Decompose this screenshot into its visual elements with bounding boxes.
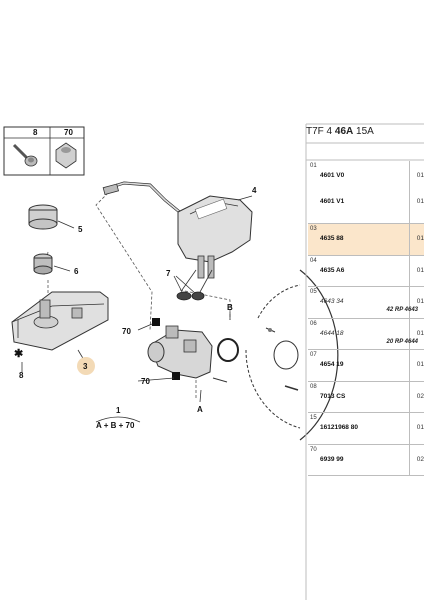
grommets — [173, 275, 205, 301]
svg-text:✱: ✱ — [14, 348, 23, 360]
leader-lines — [21, 312, 231, 403]
part-qty: 02 — [416, 455, 424, 463]
part-qty: 01 — [416, 266, 424, 274]
part-qty: 01 — [416, 424, 424, 431]
part-qty: 01 — [416, 329, 424, 337]
reservoir-seal — [33, 253, 71, 275]
row-index: 04 — [310, 257, 317, 264]
part-ref: 6939 99 — [320, 455, 344, 463]
part-ref: 4601 V1 — [320, 198, 345, 205]
star-marker: ✱ — [14, 348, 23, 360]
part-ref: 16121968 80 — [320, 424, 358, 431]
reservoir-cap — [28, 204, 75, 230]
part-sub-ref: 42 RP 4643 — [386, 307, 418, 313]
part-qty: 01 — [416, 361, 424, 368]
part-ref: 4644 18 — [320, 329, 344, 337]
part-qty: 01 — [416, 235, 424, 242]
part-ref: 4635 A6 — [320, 266, 345, 274]
parts-table: 01 4601 V0 01 4601 V1 01 03 4635 88 01 0… — [308, 161, 424, 476]
part-ref: 7013 CS — [320, 392, 346, 400]
callout-8: 8 — [19, 371, 24, 380]
part-ref: 4643 34 — [320, 298, 344, 305]
nut-icon — [55, 142, 77, 169]
table-row: 07 4654 19 01 — [308, 350, 424, 382]
callout-70-inset: 70 — [64, 128, 73, 137]
assembly-formula: A + B + 70 — [96, 421, 135, 430]
header-code-c: 15A — [356, 126, 374, 137]
bolt-icon — [12, 143, 38, 167]
part-qty: 01 — [416, 172, 424, 179]
row-index: 07 — [310, 352, 317, 358]
part-qty: 02 — [416, 392, 424, 400]
part-qty: 01 — [416, 298, 424, 305]
table-row: 06 4644 18 20 RP 4644 01 — [308, 318, 424, 350]
row-index: 06 — [310, 320, 317, 327]
table-row: 03 4635 88 01 — [308, 224, 424, 256]
row-index: 05 — [310, 289, 317, 295]
callout-1: 1 — [116, 406, 121, 415]
table-row: 05 4643 34 42 RP 4643 01 — [308, 287, 424, 319]
row-index: 70 — [310, 446, 317, 453]
callout-8-inset: 8 — [33, 128, 38, 137]
master-cylinder — [147, 318, 239, 380]
table-row: 70 6939 99 02 — [308, 444, 424, 476]
part-qty: 01 — [416, 198, 424, 205]
assembly-key: 1 A + B + 70 — [95, 406, 141, 430]
callout-3-highlight — [77, 357, 95, 375]
callout-4: 4 — [252, 186, 257, 195]
part-ref: 4654 19 — [320, 361, 344, 368]
part-ref: 4601 V0 — [320, 172, 345, 179]
table-row: 01 4601 V0 01 4601 V1 01 — [308, 161, 424, 224]
header-code-b: 46A — [334, 126, 354, 137]
brake-booster — [212, 269, 339, 441]
callout-3: 3 — [83, 362, 88, 371]
callout-70-lower: 70 — [141, 377, 150, 386]
table-frame — [305, 123, 424, 600]
table-row: 15 16121968 80 01 — [308, 413, 424, 445]
callout-B: B — [227, 303, 233, 312]
table-row: 08 7013 CS 02 — [308, 381, 424, 413]
header-code-a: T7F 4 — [306, 126, 333, 137]
callout-70-upper: 70 — [122, 327, 131, 336]
callout-7: 7 — [166, 269, 171, 278]
brake-fluid-reservoir — [11, 291, 109, 351]
diagram-header: T7F 4 46A 15A — [306, 126, 424, 144]
callout-6: 6 — [74, 267, 79, 276]
row-index: 03 — [310, 226, 317, 232]
row-index: 08 — [310, 383, 317, 390]
callout-5: 5 — [78, 225, 83, 234]
row-index: 01 — [310, 163, 317, 169]
part-sub-ref: 20 RP 4644 — [386, 338, 418, 345]
inset-box: 8 70 — [3, 126, 85, 176]
table-row: 04 4635 A6 01 — [308, 255, 424, 287]
remote-reservoir — [102, 181, 253, 293]
part-ref: 4635 88 — [320, 235, 344, 242]
callout-A: A — [197, 405, 203, 414]
row-index: 15 — [310, 415, 317, 421]
